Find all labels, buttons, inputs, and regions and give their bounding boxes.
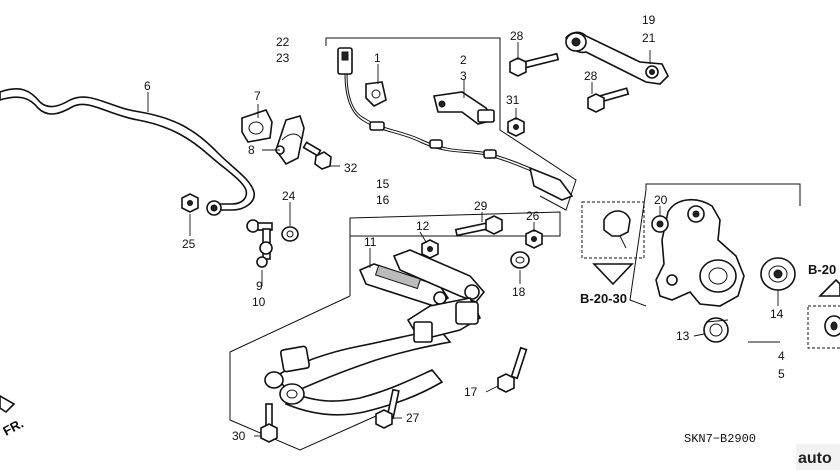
bushing-14 bbox=[760, 257, 796, 291]
watermark-logo: auto bbox=[796, 444, 840, 470]
bushing-20 bbox=[651, 215, 669, 233]
callout-1: 1 bbox=[374, 51, 381, 65]
callout-20: 20 bbox=[654, 193, 668, 207]
callout-5: 5 bbox=[778, 367, 785, 381]
bushing-13 bbox=[703, 317, 729, 343]
front-direction-marker: FR. bbox=[0, 395, 26, 439]
callout-24: 24 bbox=[282, 189, 296, 203]
callout-32: 32 bbox=[344, 161, 358, 175]
lower-arm-group-outline bbox=[229, 211, 561, 451]
bolt-30 bbox=[260, 403, 278, 443]
callout-10: 10 bbox=[252, 295, 266, 309]
sensor-bracket-2-3 bbox=[433, 91, 496, 125]
bolt-27 bbox=[375, 388, 400, 429]
stabilizer-bar bbox=[0, 88, 255, 216]
link-bushing-24 bbox=[281, 226, 299, 242]
callout-18: 18 bbox=[512, 285, 526, 299]
callout-22: 22 bbox=[276, 35, 290, 49]
watermark-text: auto bbox=[798, 450, 832, 467]
callout-27: 27 bbox=[406, 411, 420, 425]
callout-11: 11 bbox=[364, 235, 377, 249]
callout-4: 4 bbox=[778, 349, 785, 363]
callout-3: 3 bbox=[460, 69, 467, 83]
sensor-group-outline bbox=[325, 37, 577, 211]
knuckle-group-outline bbox=[629, 183, 801, 343]
flange-nut-25 bbox=[181, 193, 199, 213]
harness-clip-1 bbox=[365, 81, 387, 107]
bolt-31 bbox=[507, 117, 525, 137]
callout-23: 23 bbox=[276, 51, 290, 65]
trailing-arm bbox=[274, 297, 482, 416]
flange-bolt-28-right bbox=[587, 87, 630, 113]
stabilizer-holder bbox=[275, 115, 305, 166]
bolt-12 bbox=[421, 239, 439, 259]
nut-26 bbox=[525, 229, 543, 249]
leader-lines bbox=[147, 42, 779, 437]
callout-8: 8 bbox=[248, 143, 255, 157]
callout-29: 29 bbox=[474, 199, 488, 213]
callout-25: 25 bbox=[182, 237, 196, 251]
callout-7: 7 bbox=[254, 89, 261, 103]
b-20-reference-right bbox=[807, 278, 840, 349]
lower-arm-16 bbox=[392, 249, 486, 303]
callout-30: 30 bbox=[232, 429, 246, 443]
callout-16: 16 bbox=[376, 193, 390, 207]
stabilizer-bushing bbox=[241, 109, 273, 143]
callout-9: 9 bbox=[256, 279, 263, 293]
callout-2: 2 bbox=[460, 53, 467, 67]
lower-arm-11 bbox=[358, 263, 450, 307]
bolt-17 bbox=[497, 346, 528, 393]
knuckle bbox=[655, 199, 745, 307]
front-marker-label: FR. bbox=[0, 416, 26, 439]
callout-14: 14 bbox=[770, 307, 784, 321]
callout-13: 13 bbox=[676, 329, 690, 343]
flange-bolt-32 bbox=[302, 141, 332, 170]
flange-bolt-28-top bbox=[509, 52, 560, 77]
callout-12: 12 bbox=[416, 219, 430, 233]
callout-31: 31 bbox=[506, 93, 520, 107]
callout-15: 15 bbox=[376, 177, 390, 191]
wheel-speed-sensor-harness bbox=[337, 47, 574, 201]
callout-28-right: 28 bbox=[584, 69, 598, 83]
callout-28-top: 28 bbox=[510, 29, 524, 43]
upper-arm bbox=[565, 31, 669, 85]
diagram-code: SKN7−B2900 bbox=[684, 432, 756, 446]
bolt-29 bbox=[454, 215, 503, 237]
bushing-18 bbox=[510, 251, 530, 269]
callout-6: 6 bbox=[144, 79, 151, 93]
callout-19: 19 bbox=[642, 13, 656, 27]
stabilizer-link bbox=[246, 219, 273, 268]
reference-b-20-right: B-20 bbox=[808, 262, 836, 277]
callout-21: 21 bbox=[642, 31, 656, 45]
b-20-30-reference-box bbox=[581, 201, 645, 286]
reference-b-20-30: B-20-30 bbox=[580, 291, 627, 306]
arm-bushing-housing bbox=[264, 345, 311, 405]
callout-26: 26 bbox=[526, 209, 540, 223]
callout-17: 17 bbox=[464, 385, 478, 399]
